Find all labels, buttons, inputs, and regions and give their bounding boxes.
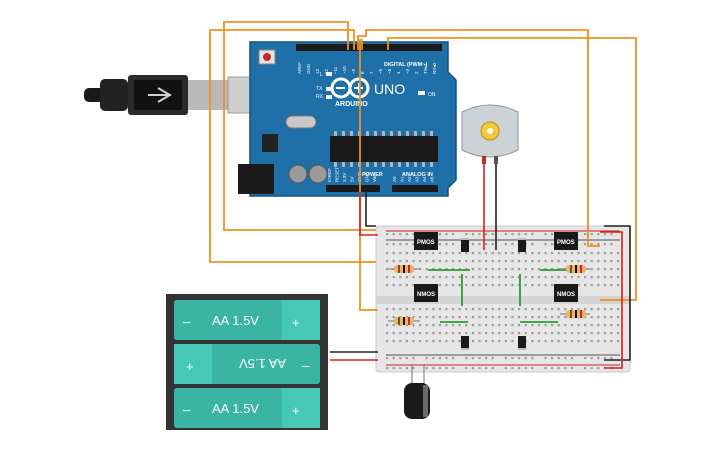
pin-label-8: 7 (369, 71, 374, 74)
diode (518, 336, 526, 350)
nmos-left: NMOS (414, 284, 438, 302)
digital-header (296, 44, 442, 51)
analog-pin-label-4: A4 (422, 176, 427, 182)
led-l-label: L (320, 72, 323, 78)
top-pin-labels: AREF GND 13 12 ~11 ~10 ~9 8 7 ~6 ~5 4 ~3 2 TX▸1 RX◂0 (297, 62, 437, 74)
resistor (560, 265, 590, 273)
analog-pin-label-3: A3 (415, 176, 420, 182)
pin-label-15: RX◂0 (432, 62, 437, 74)
pin-label-13: 2 (414, 71, 419, 74)
battery-pack: – AA 1.5V + + AA 1.5V – – AA 1.5V + (166, 294, 328, 430)
power-pin-label-0: IOREF (327, 168, 332, 182)
battery-cell-3-plus: + (292, 403, 300, 418)
pin-label-5: ~10 (342, 66, 347, 74)
led-rx-label: RX (316, 94, 324, 100)
orange-wires (209, 21, 637, 311)
green-jumpers (428, 269, 580, 323)
pin-label-4: ~11 (333, 66, 338, 74)
pin-label-7: 8 (360, 71, 365, 74)
battery-cell-1-plus: + (292, 315, 300, 330)
analog-pin-label-2: A2 (407, 176, 412, 182)
analog-pin-label-1: A1 (400, 176, 405, 182)
pin-label-6: ~9 (351, 68, 356, 74)
analog-label: ANALOG IN (402, 172, 433, 178)
resistor (388, 265, 420, 273)
nmos-right-label: NMOS (557, 292, 575, 298)
battery-cell-1: – AA 1.5V + (174, 300, 320, 340)
atmega-chip (330, 136, 438, 162)
analog-header (392, 185, 438, 192)
pin-label-10: ~5 (387, 68, 392, 74)
power-pin-label-6: Vin (372, 175, 377, 182)
pmos-right-label: PMOS (557, 240, 575, 246)
capacitor (404, 364, 430, 419)
nmos-left-label: NMOS (417, 292, 435, 298)
pin-label-2: 13 (315, 68, 320, 74)
digital-label: DIGITAL (PWM~) (384, 62, 428, 68)
power-label: POWER (362, 172, 383, 178)
power-header (326, 185, 380, 192)
power-pin-label-2: 3.3V (342, 173, 347, 182)
power-pin-label-1: RESET (335, 167, 340, 182)
arduino-model: UNO (374, 81, 405, 97)
battery-cell-2-minus: – (302, 358, 310, 373)
power-pin-label-3: 5V (350, 176, 355, 182)
battery-cell-2-label: AA 1.5V (239, 356, 286, 371)
analog-pin-label-5: A5 (430, 176, 435, 182)
resistor (388, 317, 420, 325)
pin-label-14: TX▸1 (423, 63, 428, 74)
usb-cable (84, 75, 265, 115)
analog-pin-label-0: A0 (392, 176, 397, 182)
pin-label-12: ~3 (405, 68, 410, 74)
dc-motor (461, 104, 519, 164)
diode (461, 336, 469, 350)
pmos-left-label: PMOS (417, 240, 435, 246)
led-tx-label: TX (316, 86, 323, 92)
battery-cell-2-plus: + (186, 359, 194, 374)
pin-label-1: GND (306, 63, 311, 74)
battery-cell-3-minus: – (183, 402, 191, 417)
battery-cell-1-minus: – (183, 314, 191, 329)
arduino-board: ARDUINO UNO DIGITAL (PWM~) POWER ANALOG … (238, 41, 457, 197)
power-wires (330, 164, 631, 369)
power-pin-label-5: GND (365, 171, 370, 182)
resistor (560, 310, 590, 318)
on-label: ON (428, 92, 436, 98)
diode (461, 238, 469, 252)
battery-cell-3: – AA 1.5V + (174, 388, 320, 428)
pmos-right: PMOS (554, 232, 578, 250)
pmos-left: PMOS (414, 232, 438, 250)
resistors (388, 265, 590, 325)
battery-cell-2: + AA 1.5V – (174, 344, 320, 384)
diode (518, 238, 526, 252)
pin-label-11: 4 (396, 71, 401, 74)
pin-label-3: 12 (324, 68, 329, 74)
breadboard (375, 225, 631, 373)
arduino-brand: ARDUINO (335, 101, 368, 108)
pin-label-9: ~6 (378, 68, 383, 74)
battery-cell-1-label: AA 1.5V (212, 313, 259, 328)
pin-label-0: AREF (297, 62, 302, 74)
diodes (461, 238, 526, 350)
battery-cell-3-label: AA 1.5V (212, 401, 259, 416)
power-jack (238, 164, 274, 194)
nmos-right: NMOS (554, 284, 578, 302)
